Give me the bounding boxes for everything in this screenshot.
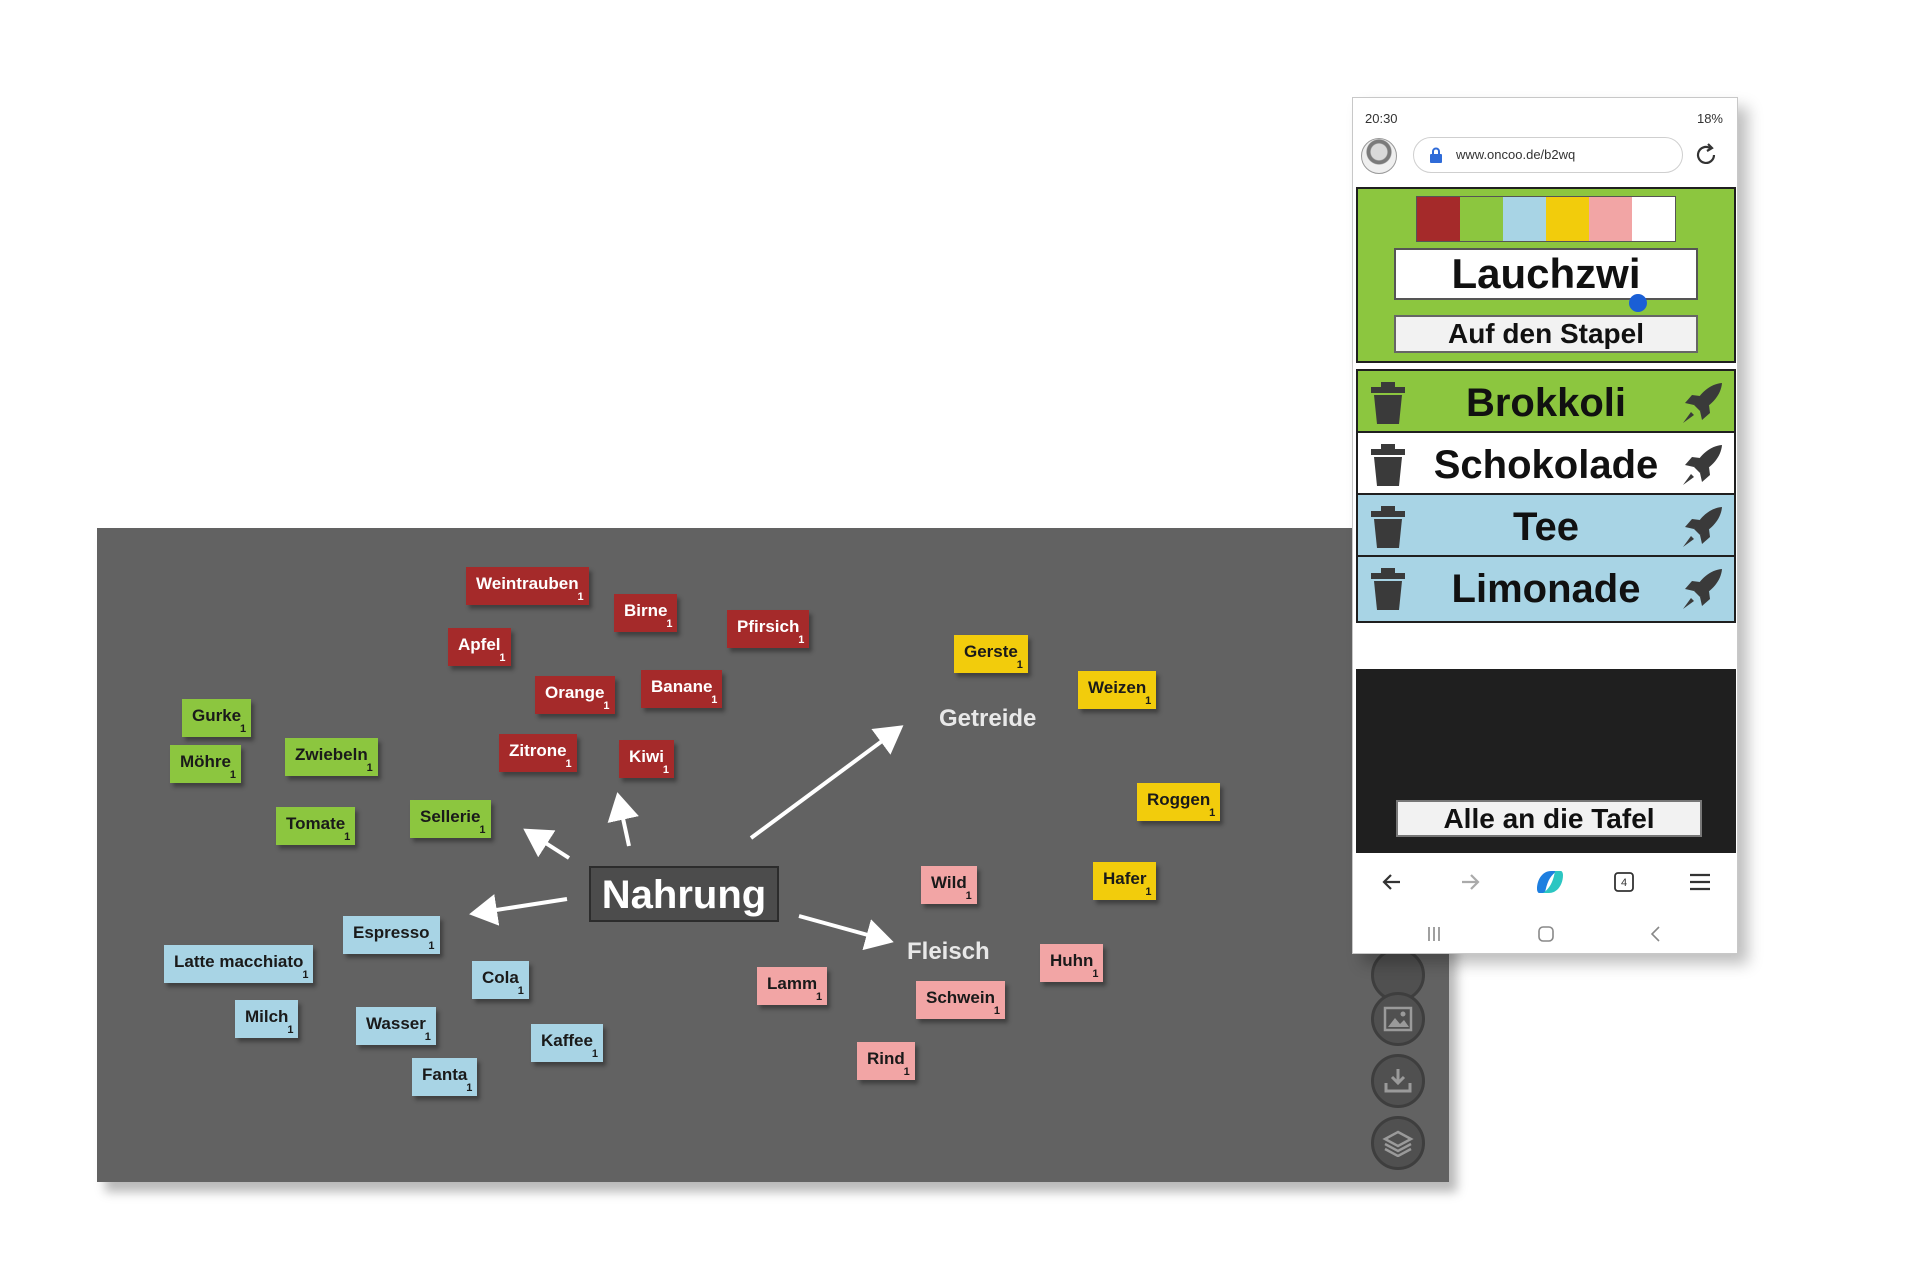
stack-item-limonade: Limonade (1356, 555, 1736, 623)
swatch-blue[interactable] (1503, 197, 1546, 241)
image-icon (1383, 1006, 1413, 1032)
add-to-stack-button[interactable]: Auf den Stapel (1394, 315, 1698, 353)
swatch-red[interactable] (1417, 197, 1460, 241)
back-arrow-icon[interactable] (1379, 869, 1405, 895)
rocket-icon[interactable] (1680, 443, 1724, 487)
url-bar[interactable]: www.oncoo.de/b2wq (1413, 137, 1683, 173)
swatch-pink[interactable] (1589, 197, 1632, 241)
send-all-to-board-button[interactable]: Alle an die Tafel (1396, 800, 1702, 837)
trash-icon[interactable] (1368, 443, 1408, 487)
phone-screen: 20:30 18% www.oncoo.de/b2wq Lauchzwi Auf… (1352, 97, 1738, 954)
swatch-white[interactable] (1632, 197, 1675, 241)
stack-item-label: Brokkoli (1465, 381, 1627, 425)
trash-icon[interactable] (1368, 505, 1408, 549)
image-button[interactable] (1371, 992, 1425, 1046)
avatar[interactable] (1361, 138, 1397, 174)
arrow-to-vegetables (523, 828, 571, 860)
arrow-to-fleisch (798, 914, 894, 951)
board-arrows (469, 725, 904, 951)
rocket-icon[interactable] (1680, 505, 1724, 549)
stack-item-label: Schokolade (1433, 443, 1659, 487)
central-topic[interactable]: Nahrung (589, 866, 779, 922)
status-battery: 18% (1696, 111, 1723, 126)
empty-stack-area: Alle an die Tafel (1356, 669, 1736, 853)
layers-button[interactable] (1371, 1116, 1425, 1170)
swatch-green[interactable] (1460, 197, 1503, 241)
tabs-icon[interactable]: 4 (1611, 869, 1637, 895)
card-text-input[interactable]: Lauchzwi (1394, 248, 1698, 300)
stack-item-label: Limonade (1451, 567, 1641, 611)
arrow-to-drinks (469, 894, 568, 926)
lock-icon (1430, 147, 1442, 163)
layers-icon (1382, 1130, 1414, 1157)
stack-item-tee: Tee (1356, 493, 1736, 561)
recent-apps-icon[interactable] (1423, 923, 1445, 945)
text-selection-handle[interactable] (1629, 294, 1647, 312)
url-text: www.oncoo.de/b2wq (1456, 147, 1576, 162)
home-icon[interactable] (1535, 923, 1557, 945)
android-system-bar (1353, 911, 1737, 953)
stack-item-schokolade: Schokolade (1356, 431, 1736, 499)
system-back-icon[interactable] (1645, 923, 1667, 945)
rocket-icon[interactable] (1680, 381, 1724, 425)
swatch-yellow[interactable] (1546, 197, 1589, 241)
input-panel: Lauchzwi Auf den Stapel (1356, 187, 1736, 363)
tab-count: 4 (1621, 877, 1627, 889)
stack-item-label: Tee (1513, 505, 1579, 549)
rocket-icon[interactable] (1680, 567, 1724, 611)
sublabel-getreide[interactable]: Getreide (939, 705, 1037, 732)
copilot-icon[interactable] (1533, 867, 1567, 897)
status-time: 20:30 (1365, 111, 1398, 126)
color-palette (1416, 196, 1676, 242)
reload-icon[interactable] (1691, 140, 1721, 170)
menu-icon[interactable] (1687, 869, 1713, 895)
trash-icon[interactable] (1368, 381, 1408, 425)
arrow-to-getreide (749, 725, 904, 840)
trash-icon[interactable] (1368, 567, 1408, 611)
download-button[interactable] (1371, 1054, 1425, 1108)
stack-item-brokkoli: Brokkoli (1356, 369, 1736, 437)
download-icon (1384, 1069, 1412, 1093)
forward-arrow-icon[interactable] (1457, 869, 1483, 895)
browser-nav-bar: 4 (1353, 855, 1737, 911)
sublabel-fleisch[interactable]: Fleisch (907, 938, 990, 965)
arrow-to-fruits (607, 792, 639, 847)
